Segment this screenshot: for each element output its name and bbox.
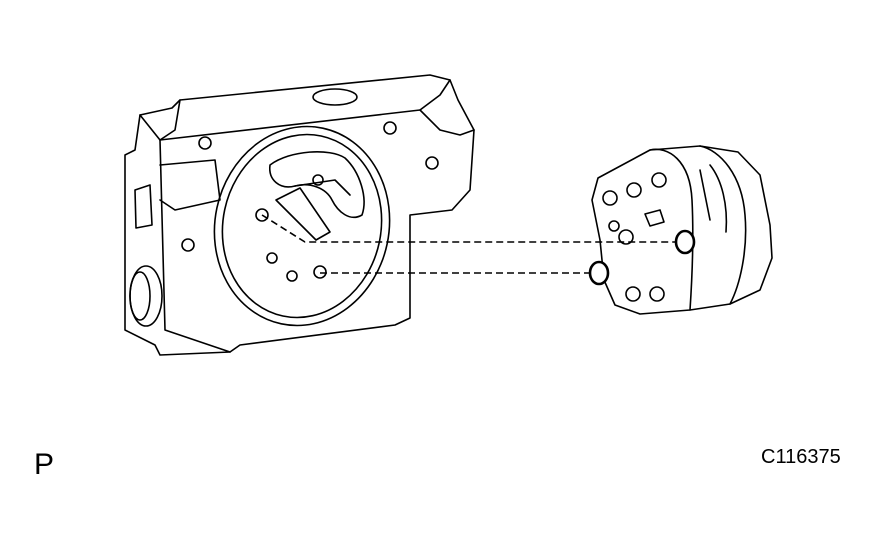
valve-component — [588, 145, 773, 315]
alignment-lines — [261, 214, 676, 274]
figure-id-label: C116375 — [761, 446, 841, 468]
view-code-label: P — [34, 448, 55, 481]
housing-body — [124, 74, 475, 356]
